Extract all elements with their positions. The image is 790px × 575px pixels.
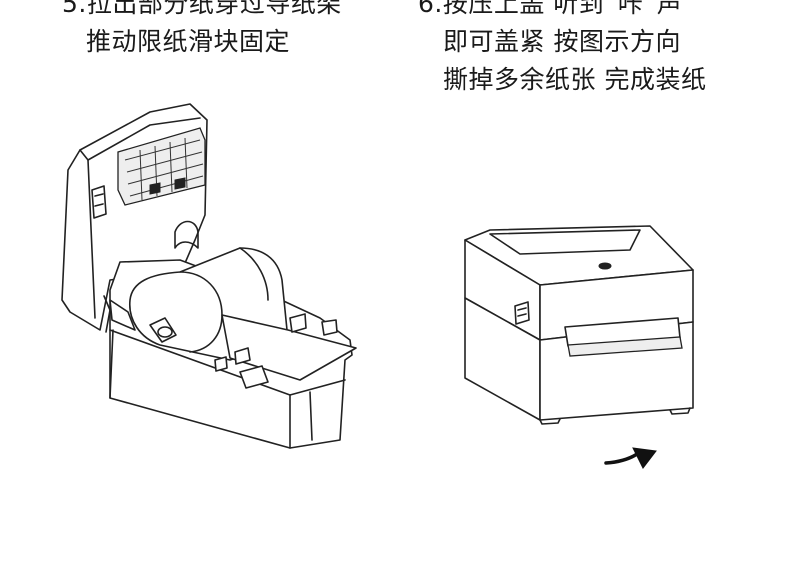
step-6-line-2: 即可盖紧 按图示方向 <box>443 27 681 56</box>
step-6-line-1: 6.按压上盖 听到“咔”声 <box>418 0 683 18</box>
step-5-line-2: 推动限纸滑块固定 <box>86 27 291 56</box>
step-5-instructions: 5.拉出部分纸穿过导纸架 推动限纸滑块固定 <box>62 0 342 61</box>
tear-direction-arrow-icon <box>604 447 657 469</box>
closed-printer-illustration <box>464 225 694 425</box>
step-6-line-3: 撕掉多余纸张 完成装纸 <box>443 65 707 94</box>
open-printer-illustration <box>61 103 357 449</box>
step-5-line-1: 5.拉出部分纸穿过导纸架 <box>62 0 342 18</box>
step-6-instructions: 6.按压上盖 听到“咔”声 即可盖紧 按图示方向 撕掉多余纸张 完成装纸 <box>418 0 706 99</box>
